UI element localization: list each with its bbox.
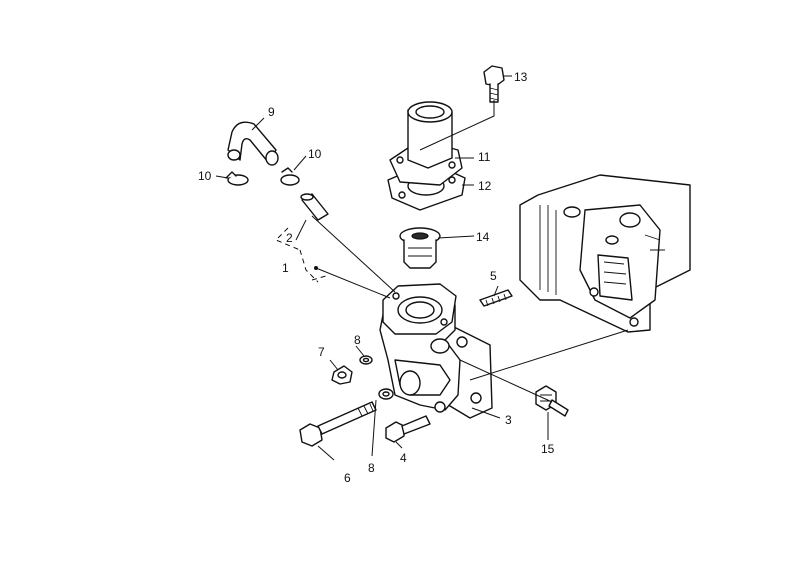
callout-5: 5 <box>490 269 497 283</box>
callout-2: 2 <box>286 231 293 245</box>
callout-4: 4 <box>400 451 407 465</box>
bypass-pipe <box>300 193 329 221</box>
long-bolt <box>299 401 377 447</box>
nut <box>331 365 353 385</box>
callout-8-upper: 8 <box>354 333 361 347</box>
callout-11: 11 <box>478 150 491 164</box>
stud <box>479 289 513 307</box>
callout-8-lower: 8 <box>368 461 375 475</box>
callout-10-left: 10 <box>198 169 212 183</box>
callout-6: 6 <box>344 471 351 485</box>
hose-clip-left <box>225 171 249 186</box>
callout-12: 12 <box>478 179 492 193</box>
callout-3: 3 <box>505 413 512 427</box>
hose-clip-right <box>280 167 300 186</box>
callout-10-right: 10 <box>308 147 322 161</box>
callout-14: 14 <box>476 230 490 244</box>
callout-1: 1 <box>282 261 289 275</box>
callout-7: 7 <box>318 345 325 359</box>
temperature-sender <box>535 385 569 417</box>
engine-block <box>519 174 691 333</box>
assembly-bracket-dashed <box>275 227 327 283</box>
callout-9: 9 <box>268 105 275 119</box>
thermostat <box>399 227 441 269</box>
washer-lower <box>378 388 394 400</box>
callout-15: 15 <box>541 442 555 456</box>
thermostat-housing <box>379 283 493 419</box>
bolt-13 <box>483 65 505 103</box>
callout-labels: 1 2 3 4 5 6 7 8 8 9 10 10 11 12 13 14 15 <box>198 70 555 485</box>
leader-lines <box>215 75 629 461</box>
bypass-hose <box>227 121 279 166</box>
washer-upper <box>359 355 373 365</box>
callout-13: 13 <box>514 70 528 84</box>
short-bolt <box>385 415 431 443</box>
outlet-elbow <box>389 101 463 186</box>
